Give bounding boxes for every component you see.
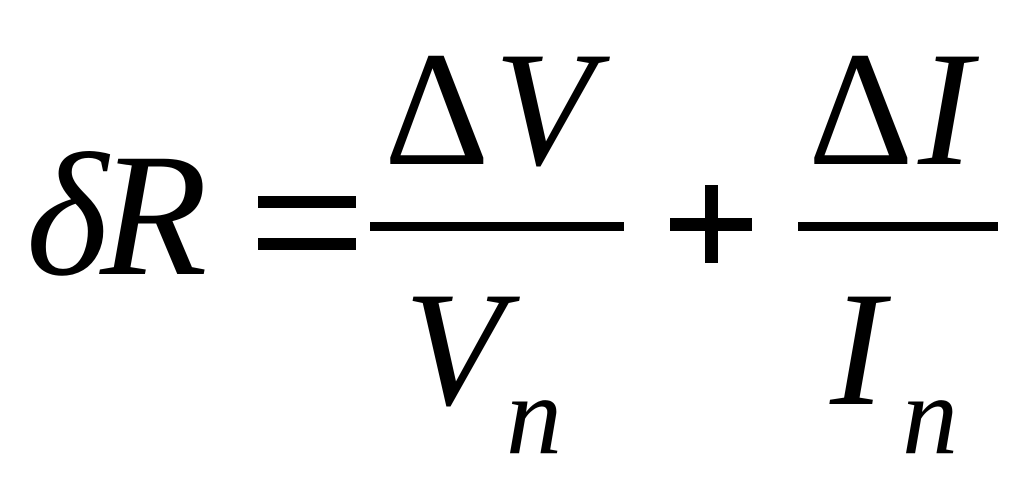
denominator-variable: V <box>404 259 505 440</box>
lhs-delta-symbol: δ <box>26 118 108 313</box>
plus-bar-vertical <box>705 185 718 263</box>
equals-bar-top <box>258 196 356 208</box>
fraction-bar <box>370 222 624 231</box>
fraction-bar <box>798 222 998 231</box>
numerator-variable: V <box>494 19 595 200</box>
equals-bar-bottom <box>258 238 356 250</box>
denominator-subscript: n <box>902 354 958 478</box>
lhs-variable: R <box>100 118 208 313</box>
numerator-delta-symbol: Δ <box>384 19 490 200</box>
denominator-variable: I <box>830 259 885 440</box>
numerator-delta-symbol: Δ <box>808 19 914 200</box>
numerator-variable: I <box>918 19 973 200</box>
denominator-subscript: n <box>506 354 562 478</box>
